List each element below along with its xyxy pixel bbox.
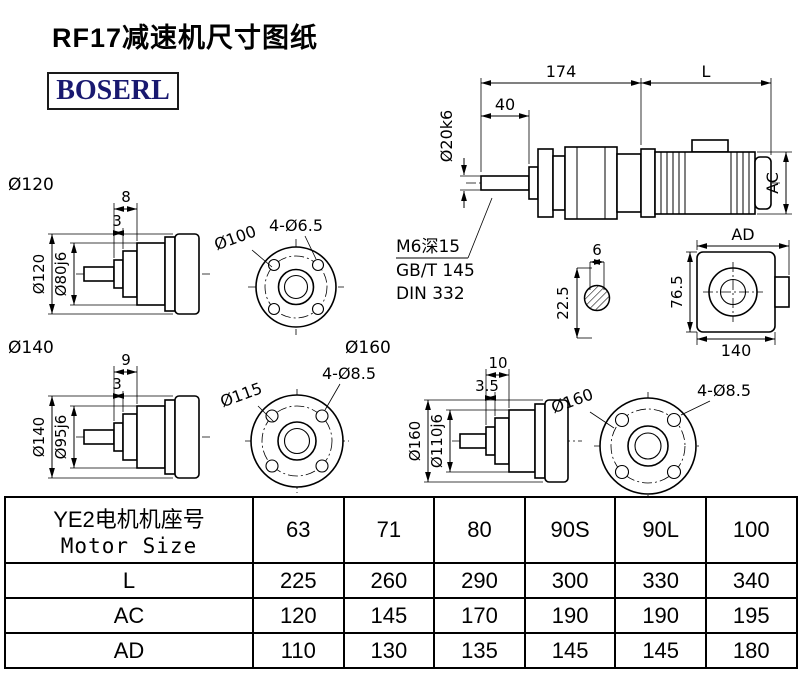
- note-din332: DIN 332: [396, 284, 465, 304]
- dim-3: 3: [112, 212, 122, 230]
- cell-AD-71: 130: [342, 632, 436, 669]
- page-title: RF17减速机尺寸图纸: [52, 23, 319, 53]
- size-80: 80: [433, 496, 526, 564]
- boserl-logo-text: BOSERL: [56, 75, 170, 106]
- main-assembly-view: [466, 139, 780, 220]
- cell-AC-100: 195: [704, 597, 798, 634]
- cell-AD-90S: 145: [523, 632, 617, 669]
- technical-drawing: 174 L 40 Ø20k6 AC M6深15 GB/T 145 DIN 332: [8, 62, 792, 497]
- cell-AD-80: 135: [433, 632, 526, 669]
- boserl-logo-box: BOSERL: [47, 72, 179, 110]
- dim-3-5: 3.5: [475, 377, 499, 395]
- cell-L-90S: 300: [523, 562, 617, 599]
- dim-3b: 3: [112, 375, 122, 393]
- cell-AD-63: 110: [252, 632, 345, 669]
- cell-L-80: 290: [433, 562, 526, 599]
- dim-flange-120: Ø120: [30, 254, 48, 294]
- dim-bolt-circle-100: Ø100: [212, 222, 259, 255]
- shaft-section-view: 6 22.5: [554, 241, 611, 339]
- flange-115-front-view: Ø115 4-Ø8.5: [218, 364, 376, 493]
- cell-AC-63: 120: [252, 597, 345, 634]
- dim-140: 140: [721, 341, 752, 360]
- note-m6: M6深15: [396, 237, 460, 257]
- cell-L-63: 225: [252, 562, 345, 599]
- dim-flange-outer-160: Ø160: [549, 385, 596, 418]
- table-row-L: L 225 260 290 300 330 340: [4, 562, 798, 599]
- dim-AD: AD: [731, 225, 754, 244]
- cell-L-100: 340: [704, 562, 798, 599]
- dim-holes-4x6-5: 4-Ø6.5: [269, 216, 323, 235]
- main-view-dimensions: 174 L 40 Ø20k6 AC: [437, 62, 792, 215]
- view-120-group: Ø120 8 3 Ø120 Ø80j6: [8, 175, 210, 315]
- header-en: Motor Size: [60, 534, 198, 558]
- dim-L: L: [702, 62, 711, 81]
- dim-key-width: 6: [592, 241, 602, 259]
- dim-9: 9: [121, 351, 131, 369]
- cell-AD-100: 180: [704, 632, 798, 669]
- dim-8: 8: [121, 188, 131, 206]
- cell-L-71: 260: [342, 562, 436, 599]
- table-header-row: YE2电机机座号 Motor Size 63 71 80 90S 90L 100: [4, 496, 798, 564]
- dim-10: 10: [488, 354, 507, 372]
- dim-shaft-diameter: Ø20k6: [437, 110, 456, 162]
- cell-AC-90L: 190: [614, 597, 707, 634]
- motor-size-table: YE2电机机座号 Motor Size 63 71 80 90S 90L 100…: [4, 496, 798, 669]
- output-flange-side-view: AD 76.5 140: [668, 225, 790, 360]
- dim-flange-140: Ø140: [30, 417, 48, 457]
- dim-spigot-80: Ø80j6: [52, 252, 70, 297]
- flange-100-front-view: 4-Ø6.5 Ø100: [212, 216, 344, 335]
- size-90L: 90L: [614, 496, 707, 564]
- dim-40: 40: [495, 95, 515, 114]
- dim-key-depth: 22.5: [554, 286, 572, 319]
- thread-notes: M6深15 GB/T 145 DIN 332: [396, 197, 493, 304]
- dim-holes-4x8-5a: 4-Ø8.5: [322, 364, 376, 383]
- cell-AC-71: 145: [342, 597, 436, 634]
- size-90S: 90S: [523, 496, 617, 564]
- dim-flange-160: Ø160: [406, 421, 424, 461]
- cell-AC-80: 170: [433, 597, 526, 634]
- view-160-label: Ø160: [345, 338, 391, 358]
- view-140-group: Ø140 9 3 Ø140 Ø95j6: [8, 338, 210, 479]
- header-cn: YE2电机机座号: [53, 507, 205, 532]
- dim-holes-4x8-5b: 4-Ø8.5: [697, 381, 751, 400]
- note-gbt145: GB/T 145: [396, 261, 475, 281]
- dim-spigot-110: Ø110j6: [428, 414, 446, 468]
- size-63: 63: [252, 496, 345, 564]
- row-label-AC: AC: [4, 597, 254, 634]
- cell-L-90L: 330: [614, 562, 707, 599]
- dim-AC: AC: [763, 172, 782, 194]
- dim-spigot-95: Ø95j6: [52, 415, 70, 460]
- cell-AC-90S: 190: [523, 597, 617, 634]
- flange-160-front-view: Ø160 4-Ø8.5: [549, 381, 751, 497]
- cell-AD-90L: 145: [614, 632, 707, 669]
- dim-bolt-circle-115: Ø115: [218, 379, 265, 412]
- size-100: 100: [704, 496, 798, 564]
- size-71: 71: [342, 496, 436, 564]
- header-cell: YE2电机机座号 Motor Size: [4, 496, 254, 564]
- view-140-label: Ø140: [8, 338, 54, 358]
- dim-76-5: 76.5: [668, 275, 686, 308]
- table-row-AC: AC 120 145 170 190 190 195: [4, 597, 798, 634]
- view-160-group: Ø160 10 3.5 Ø160 Ø110j6: [345, 338, 582, 483]
- view-120-label: Ø120: [8, 175, 54, 195]
- table-row-AD: AD 110 130 135 145 145 180: [4, 632, 798, 669]
- row-label-AD: AD: [4, 632, 254, 669]
- dim-174: 174: [546, 62, 577, 81]
- row-label-L: L: [4, 562, 254, 599]
